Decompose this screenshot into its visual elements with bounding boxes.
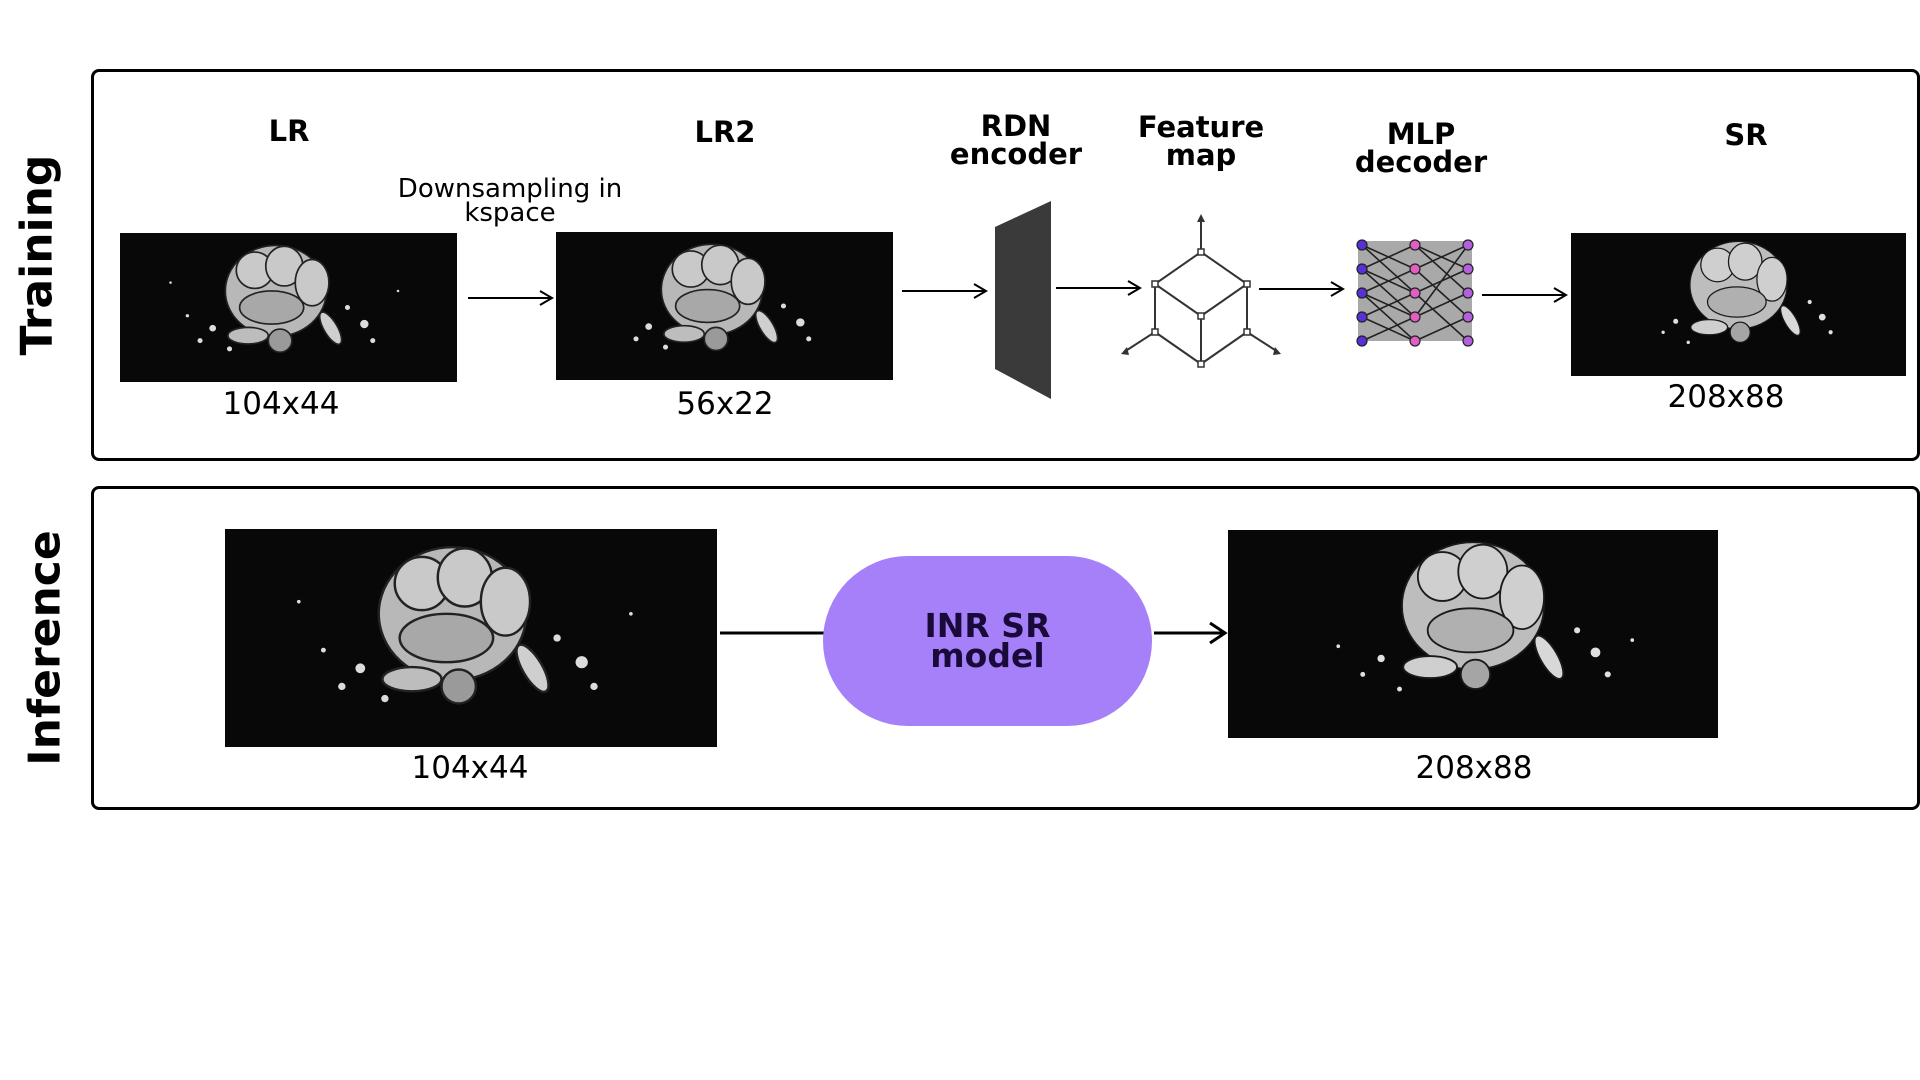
arrow-feature-to-mlp: [1259, 281, 1345, 297]
inference-lr-image: [225, 529, 717, 747]
inference-sr-image: [1228, 530, 1718, 738]
arrow-lr-to-model: [720, 631, 824, 635]
lr2-dimensions: 56x22: [676, 386, 774, 422]
arrow-mlp-to-sr: [1482, 287, 1568, 303]
arrow-encoder-to-feature: [1056, 280, 1142, 296]
lr2-image: [556, 232, 893, 380]
inference-sr-dimensions: 208x88: [1415, 750, 1533, 786]
sr-title: SR: [1724, 118, 1768, 152]
sr-image: [1571, 233, 1906, 376]
lr-image: [120, 233, 457, 382]
inference-label: Inference: [19, 530, 71, 766]
sr-dimensions: 208x88: [1667, 379, 1785, 415]
feature-map-title: Feature map: [1137, 110, 1265, 172]
training-label: Training: [11, 154, 63, 356]
lr-title: LR: [268, 114, 310, 148]
arrow-lr-to-lr2: [468, 290, 554, 306]
feature-map-icon: [1121, 214, 1281, 368]
arrow-lr2-to-encoder: [902, 283, 988, 299]
downsampling-note: Downsampling in kspace: [397, 174, 623, 228]
lr2-title: LR2: [694, 115, 756, 149]
inference-lr-dimensions: 104x44: [411, 750, 529, 786]
lr-dimensions: 104x44: [222, 386, 340, 422]
rdn-encoder-title: RDN encoder: [949, 109, 1083, 171]
arrow-model-to-sr: [1154, 621, 1228, 645]
inr-sr-model: INR SR model: [823, 556, 1152, 726]
rdn-encoder-shape: [995, 201, 1051, 399]
mlp-decoder-icon: [1356, 239, 1474, 347]
inr-sr-model-label: INR SR model: [924, 606, 1051, 675]
mlp-decoder-title: MLP decoder: [1354, 117, 1488, 179]
